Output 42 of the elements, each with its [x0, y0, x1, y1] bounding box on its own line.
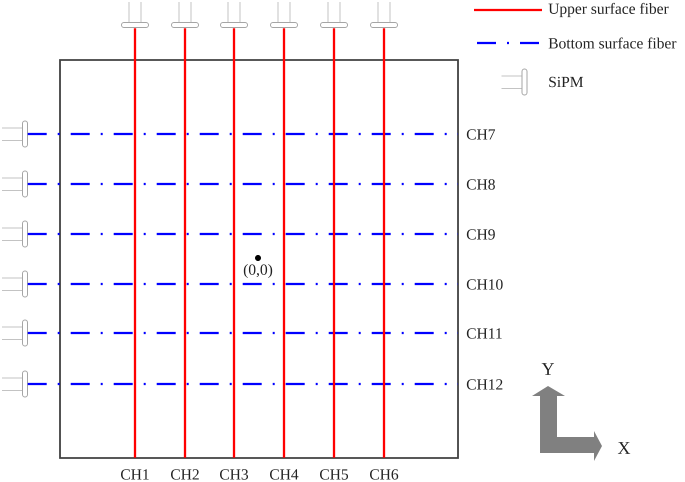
channel-label: CH4: [270, 469, 298, 480]
fiber-line: [28, 282, 458, 286]
sipm-icon: [320, 2, 348, 28]
channel-label: CH11: [466, 328, 502, 339]
fiber-line: [282, 28, 286, 458]
sipm-icon: [2, 170, 28, 198]
fiber-line: [28, 232, 458, 236]
sipm-icon: [2, 270, 28, 298]
coordinate-label: (0,0): [244, 264, 272, 278]
axis-label: Y: [542, 363, 554, 375]
channel-label: CH12: [466, 379, 502, 390]
fiber-line: [382, 28, 386, 458]
legend-label: Upper surface fiber: [548, 2, 669, 18]
channel-label: CH7: [466, 129, 496, 140]
sipm-icon: [2, 320, 28, 346]
fiber-line: [28, 332, 458, 334]
fiber-line: [134, 28, 136, 458]
legend-label: Bottom surface fiber: [548, 37, 676, 49]
sipm-icon: [2, 370, 28, 398]
fiber-line: [184, 28, 186, 458]
fiber-line: [28, 182, 458, 186]
fiber-line: [28, 132, 458, 136]
axis-label: X: [618, 442, 630, 454]
channel-label: CH3: [220, 469, 248, 480]
sipm-icon: [2, 120, 28, 148]
channel-label: CH10: [466, 279, 503, 290]
sipm-icon: [220, 2, 248, 28]
channel-label: CH1: [121, 469, 149, 480]
legend-label: SiPM: [549, 76, 584, 88]
sipm-icon: [370, 2, 398, 28]
fiber-line: [28, 382, 458, 386]
sipm-icon: [121, 2, 149, 28]
sipm-icon: [2, 220, 28, 248]
fiber-line: [332, 28, 336, 458]
sipm-icon: [270, 2, 298, 28]
channel-label: CH2: [171, 469, 199, 480]
channel-label: CH9: [466, 229, 495, 240]
fiber-line: [232, 28, 236, 458]
channel-label: CH6: [370, 469, 398, 480]
channel-label: CH5: [320, 469, 348, 480]
sipm-icon: [171, 2, 199, 28]
channel-label: CH8: [466, 179, 495, 190]
